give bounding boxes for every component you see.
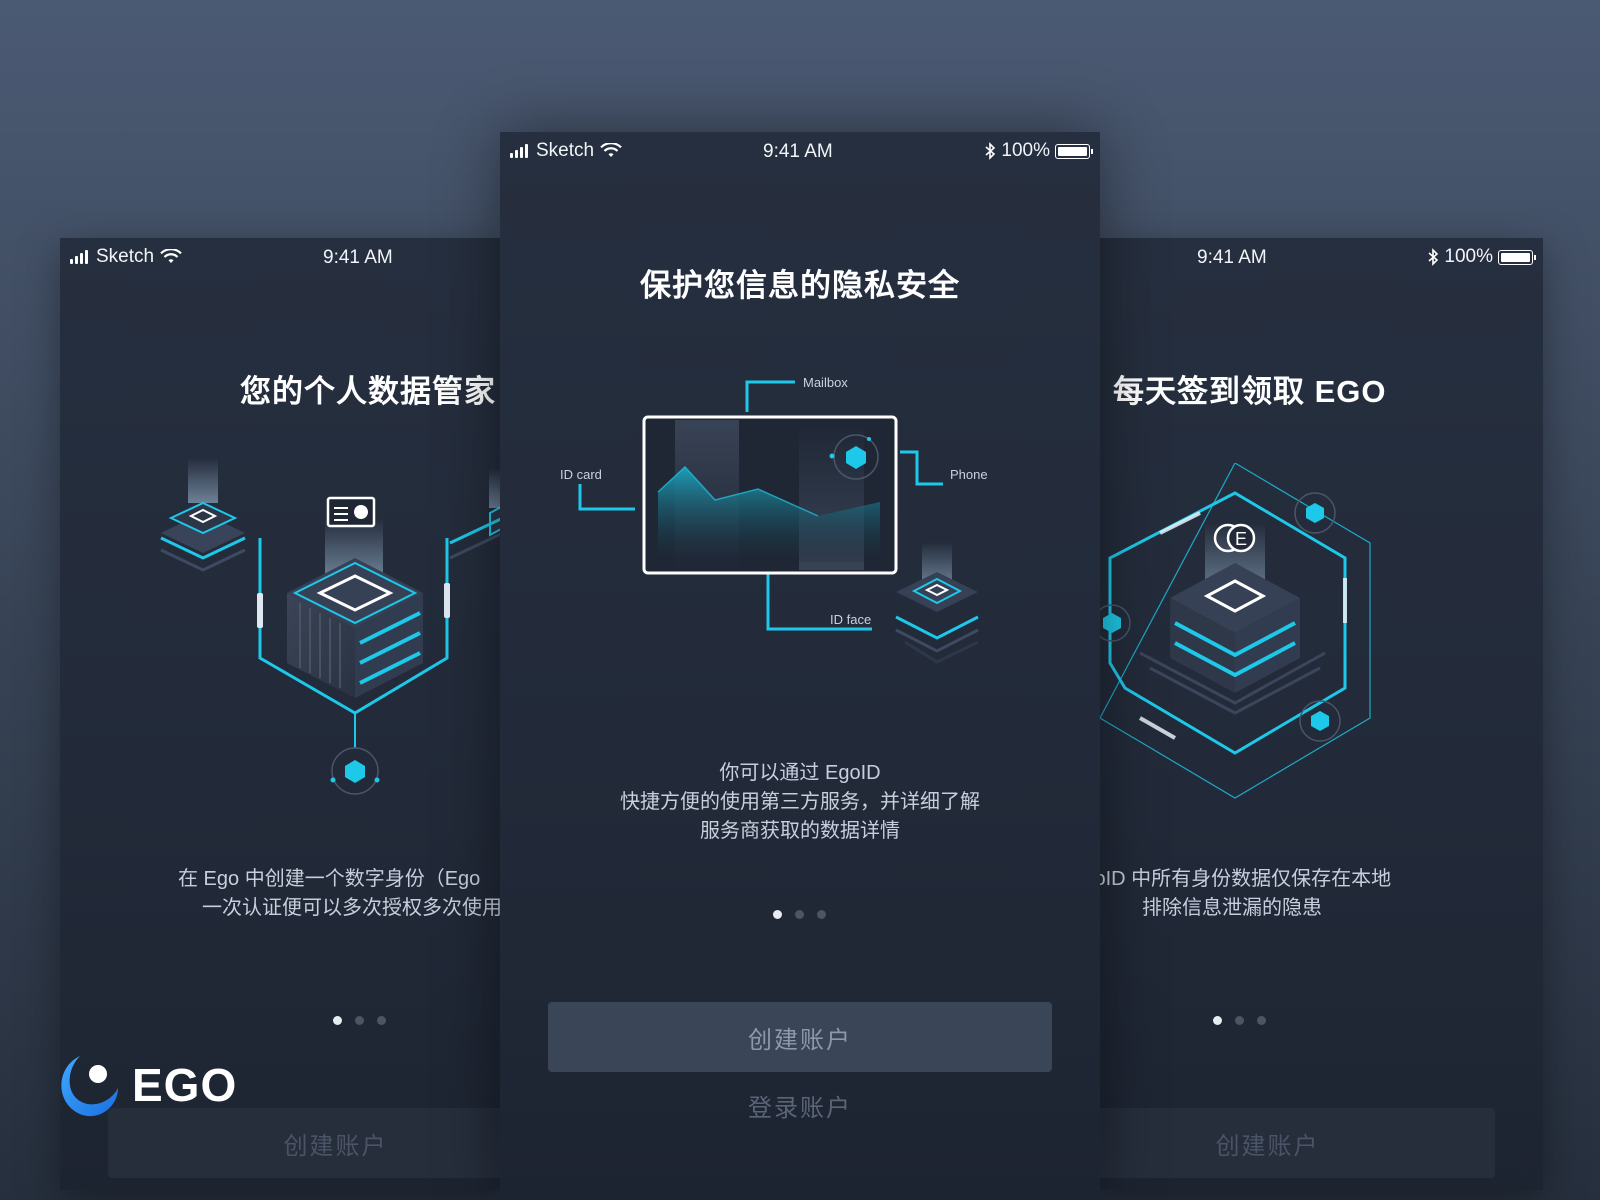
page-dot bbox=[1235, 1016, 1244, 1025]
description-line-2: 排除信息泄漏的隐患 bbox=[1142, 897, 1322, 919]
svg-text:E: E bbox=[1235, 529, 1247, 549]
create-account-button[interactable]: 创建账户 bbox=[108, 1108, 503, 1178]
id-face-label: ID face bbox=[830, 612, 871, 627]
page-dot-active bbox=[773, 910, 782, 919]
ego-token-hexagon-illustration: E bbox=[1100, 463, 1371, 799]
description-line-2: 一次认证便可以多次授权多次使用 bbox=[202, 897, 502, 919]
description: EgoID 中所有身份数据仅保存在本地 排除信息泄漏的隐患 bbox=[1100, 865, 1391, 923]
description-line-1: 在 Ego 中创建一个数字身份（Ego bbox=[178, 868, 481, 890]
page-dot bbox=[795, 910, 804, 919]
clock: 9:41 AM bbox=[323, 247, 393, 268]
description: 在 Ego 中创建一个数字身份（Ego 一次认证便可以多次授权多次使用 bbox=[178, 865, 502, 923]
clock: 9:41 AM bbox=[763, 141, 833, 162]
onboarding-screen-personal-data: Sketch 9:41 AM 您的个人数据管家 bbox=[60, 238, 503, 1190]
signal-icon bbox=[70, 250, 88, 264]
description-line-3: 服务商获取的数据详情 bbox=[700, 820, 900, 842]
description: 你可以通过 EgoID 快捷方便的使用第三方服务，并详细了解 服务商获取的数据详… bbox=[500, 759, 1100, 846]
signal-icon bbox=[510, 144, 528, 158]
brand-logo: EGO bbox=[52, 1052, 237, 1118]
page-indicator bbox=[333, 1016, 386, 1025]
phone-label: Phone bbox=[950, 467, 988, 482]
login-account-link[interactable]: 登录账户 bbox=[748, 1095, 852, 1122]
page-title: 您的个人数据管家 bbox=[240, 374, 496, 409]
wifi-icon bbox=[160, 249, 182, 263]
data-server-illustration bbox=[160, 458, 503, 795]
privacy-data-illustration: Mailbox ID card Phone ID face bbox=[560, 375, 988, 664]
page-dot bbox=[817, 910, 826, 919]
description-line-1: 你可以通过 EgoID bbox=[719, 762, 881, 784]
mailbox-label: Mailbox bbox=[803, 375, 848, 390]
status-bar: 9:41 AM 100% bbox=[1100, 238, 1543, 274]
page-title: 每天签到领取 EGO bbox=[1113, 374, 1387, 409]
description-line-2: 快捷方便的使用第三方服务，并详细了解 bbox=[620, 791, 980, 813]
page-indicator bbox=[773, 910, 826, 919]
status-bar: Sketch 9:41 AM bbox=[60, 238, 503, 274]
battery-icon bbox=[1055, 143, 1093, 159]
brand-name: EGO bbox=[132, 1059, 238, 1111]
page-dot-active bbox=[1213, 1016, 1222, 1025]
page-dot bbox=[355, 1016, 364, 1025]
battery-icon bbox=[1498, 249, 1536, 265]
clock: 9:41 AM bbox=[1197, 247, 1267, 268]
onboarding-screen-daily-checkin: 9:41 AM 100% 每天签到领取 EGO E bbox=[1100, 238, 1543, 1190]
battery-percentage: 100% bbox=[1444, 246, 1493, 267]
carrier-label: Sketch bbox=[96, 246, 155, 267]
bluetooth-icon bbox=[985, 142, 996, 160]
ego-logo-icon bbox=[61, 1056, 118, 1117]
onboarding-screen-privacy: Sketch 9:41 AM 100% 保护您信息的隐私安全 Mailbox I… bbox=[500, 132, 1100, 1200]
bluetooth-icon bbox=[1428, 248, 1439, 266]
status-bar: Sketch 9:41 AM 100% bbox=[500, 132, 1100, 168]
page-dot bbox=[1257, 1016, 1266, 1025]
page-indicator bbox=[1213, 1016, 1266, 1025]
create-account-button[interactable]: 创建账户 bbox=[548, 1002, 1052, 1072]
wifi-icon bbox=[600, 143, 622, 157]
page-dot bbox=[377, 1016, 386, 1025]
id-card-label: ID card bbox=[560, 467, 602, 482]
carrier-label: Sketch bbox=[536, 140, 595, 161]
description-line-1: EgoID 中所有身份数据仅保存在本地 bbox=[1100, 868, 1392, 890]
battery-percentage: 100% bbox=[1001, 140, 1050, 161]
page-dot-active bbox=[333, 1016, 342, 1025]
page-title: 保护您信息的隐私安全 bbox=[640, 268, 960, 303]
create-account-button[interactable]: 创建账户 bbox=[1100, 1108, 1495, 1178]
